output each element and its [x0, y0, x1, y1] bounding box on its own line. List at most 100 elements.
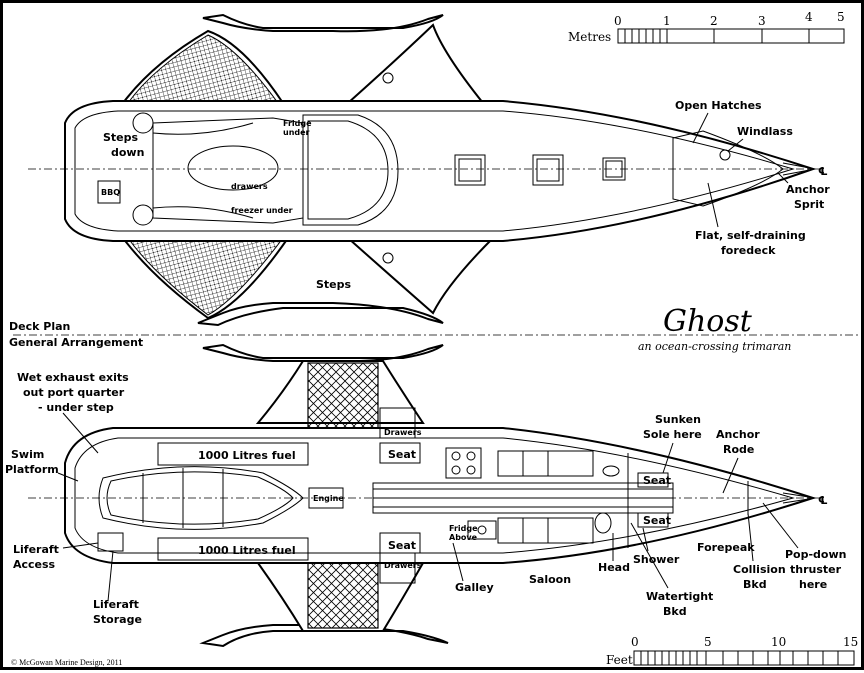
ga-stbd-float — [199, 624, 449, 648]
label-liferaft-access-2: Access — [13, 558, 56, 571]
ga-berth-port — [497, 450, 594, 477]
label-steps-down-2: down — [111, 146, 144, 159]
label-seat-bottom: Seat — [388, 539, 416, 552]
drawing-subtitle: an ocean-crossing trimaran — [638, 340, 791, 353]
label-fridge-above-1: Fridge — [449, 524, 478, 533]
metres-tick-0: 0 — [614, 14, 622, 28]
ga-tender — [98, 466, 304, 530]
label-bbq: BBQ — [101, 188, 120, 197]
general-arrangement-view: 1000 Litres fuel 1000 Litres fuel Engine — [5, 343, 846, 648]
label-anchor-rode-1: Anchor — [716, 428, 760, 441]
label-flat-foredeck-1: Flat, self-draining — [695, 229, 806, 242]
label-popdown-2: thruster — [790, 563, 842, 576]
deck-net-stbd — [127, 237, 285, 316]
label-anchor-rode-2: Rode — [723, 443, 754, 456]
label-wet-exhaust-2: out port quarter — [23, 386, 125, 399]
copyright: © McGowan Marine Design, 2011 — [11, 658, 122, 667]
feet-scale-label: Feet — [606, 653, 633, 667]
feet-tick-5: 5 — [704, 635, 712, 649]
label-collision-bkd-1: Collision — [733, 563, 786, 576]
label-shower: Shower — [633, 553, 680, 566]
ga-seat-fwd-top — [637, 472, 669, 488]
ga-berth-stbd — [497, 517, 594, 544]
deck-plan-view: Steps down BBQ Fridge under drawers free… — [28, 13, 830, 327]
metres-scale-fine-ticks — [624, 29, 810, 43]
deck-port-float — [202, 13, 444, 33]
label-fridge-under-2: under — [283, 128, 310, 137]
label-fuel-port: 1000 Litres fuel — [198, 449, 296, 462]
label-swim-platform-1: Swim — [11, 448, 44, 461]
label-general-arrangement: General Arrangement — [9, 336, 143, 349]
label-watertight-bkd-2: Bkd — [663, 605, 687, 618]
label-anchor-sprit-2: Sprit — [794, 198, 824, 211]
ga-seat-fwd-bottom — [637, 512, 669, 528]
metres-tick-5: 5 — [837, 10, 845, 24]
feet-scale: Feet 0 5 10 15 — [606, 635, 858, 667]
label-saloon: Saloon — [529, 573, 571, 586]
label-sunken-sole-1: Sunken — [655, 413, 701, 426]
ga-drawers-bottom — [379, 552, 416, 584]
label-collision-bkd-2: Bkd — [743, 578, 767, 591]
ga-sink — [467, 520, 497, 540]
label-centreline-bottom: ℄ — [818, 494, 828, 507]
label-swim-platform-2: Platform — [5, 463, 59, 476]
ga-stove — [445, 447, 482, 479]
label-seat-fwd-top: Seat — [643, 474, 671, 487]
label-liferaft-access-1: Liferaft — [13, 543, 59, 556]
feet-tick-15: 15 — [843, 635, 858, 649]
feet-tick-10: 10 — [771, 635, 786, 649]
metres-tick-4: 4 — [805, 10, 813, 24]
label-steps-down-1: Steps — [103, 131, 139, 144]
label-centreline-top: ℄ — [818, 165, 828, 178]
label-flat-foredeck-2: foredeck — [721, 244, 776, 257]
label-fridge-under-1: Fridge — [283, 119, 312, 128]
label-seat-top: Seat — [388, 448, 416, 461]
feet-tick-0: 0 — [631, 635, 639, 649]
label-seat-fwd-bottom: Seat — [643, 514, 671, 527]
label-open-hatches: Open Hatches — [675, 99, 762, 112]
deck-winch-stbd — [132, 204, 154, 226]
label-drawers-bottom: Drawers — [384, 561, 422, 570]
label-engine: Engine — [313, 494, 344, 503]
label-head: Head — [598, 561, 630, 574]
label-galley: Galley — [455, 581, 494, 594]
feet-scale-fine-ticks — [640, 651, 839, 665]
metres-scale-label: Metres — [568, 30, 611, 44]
label-wet-exhaust-1: Wet exhaust exits — [17, 371, 129, 384]
label-drawers-deck: drawers — [231, 182, 268, 191]
label-liferaft-storage-1: Liferaft — [93, 598, 139, 611]
ga-leader-lines — [57, 412, 799, 602]
deck-cockpit-table — [187, 145, 279, 191]
label-drawers-top: Drawers — [384, 428, 422, 437]
label-popdown-3: here — [799, 578, 827, 591]
deck-bbq-box — [97, 180, 121, 204]
metres-tick-1: 1 — [663, 14, 671, 28]
ga-toilet — [594, 512, 612, 534]
label-freezer-under: freezer under — [231, 206, 293, 215]
deck-leader-lines — [692, 112, 789, 228]
deck-fwd-beam-port — [345, 23, 486, 104]
deck-stbd-float — [197, 302, 444, 327]
deck-hatch-1 — [454, 154, 486, 186]
deck-net-port — [127, 34, 279, 104]
label-steps: Steps — [316, 278, 352, 291]
metres-tick-3: 3 — [758, 14, 766, 28]
label-watertight-bkd-1: Watertight — [646, 590, 713, 603]
drawing-canvas: Metres 0 1 2 3 4 5 — [5, 10, 861, 667]
label-windlass: Windlass — [737, 125, 793, 138]
ga-fuel-tank-stbd — [157, 537, 309, 561]
deck-winch-port — [132, 112, 154, 134]
label-deck-plan: Deck Plan — [9, 320, 70, 333]
metres-scale: Metres 0 1 2 3 4 5 — [568, 10, 845, 44]
label-forepeak: Forepeak — [697, 541, 755, 554]
drawing-title: Ghost — [663, 304, 753, 339]
label-fuel-stbd: 1000 Litres fuel — [198, 544, 296, 557]
ga-fuel-tank-port — [157, 442, 309, 466]
deck-windlass — [719, 149, 731, 161]
ga-seat-top — [379, 442, 421, 464]
label-sunken-sole-2: Sole here — [643, 428, 702, 441]
deck-fwd-beam-stbd — [345, 237, 496, 315]
label-anchor-sprit-1: Anchor — [786, 183, 830, 196]
deck-hatch-2 — [532, 154, 564, 186]
ga-drawers-top — [379, 407, 416, 439]
